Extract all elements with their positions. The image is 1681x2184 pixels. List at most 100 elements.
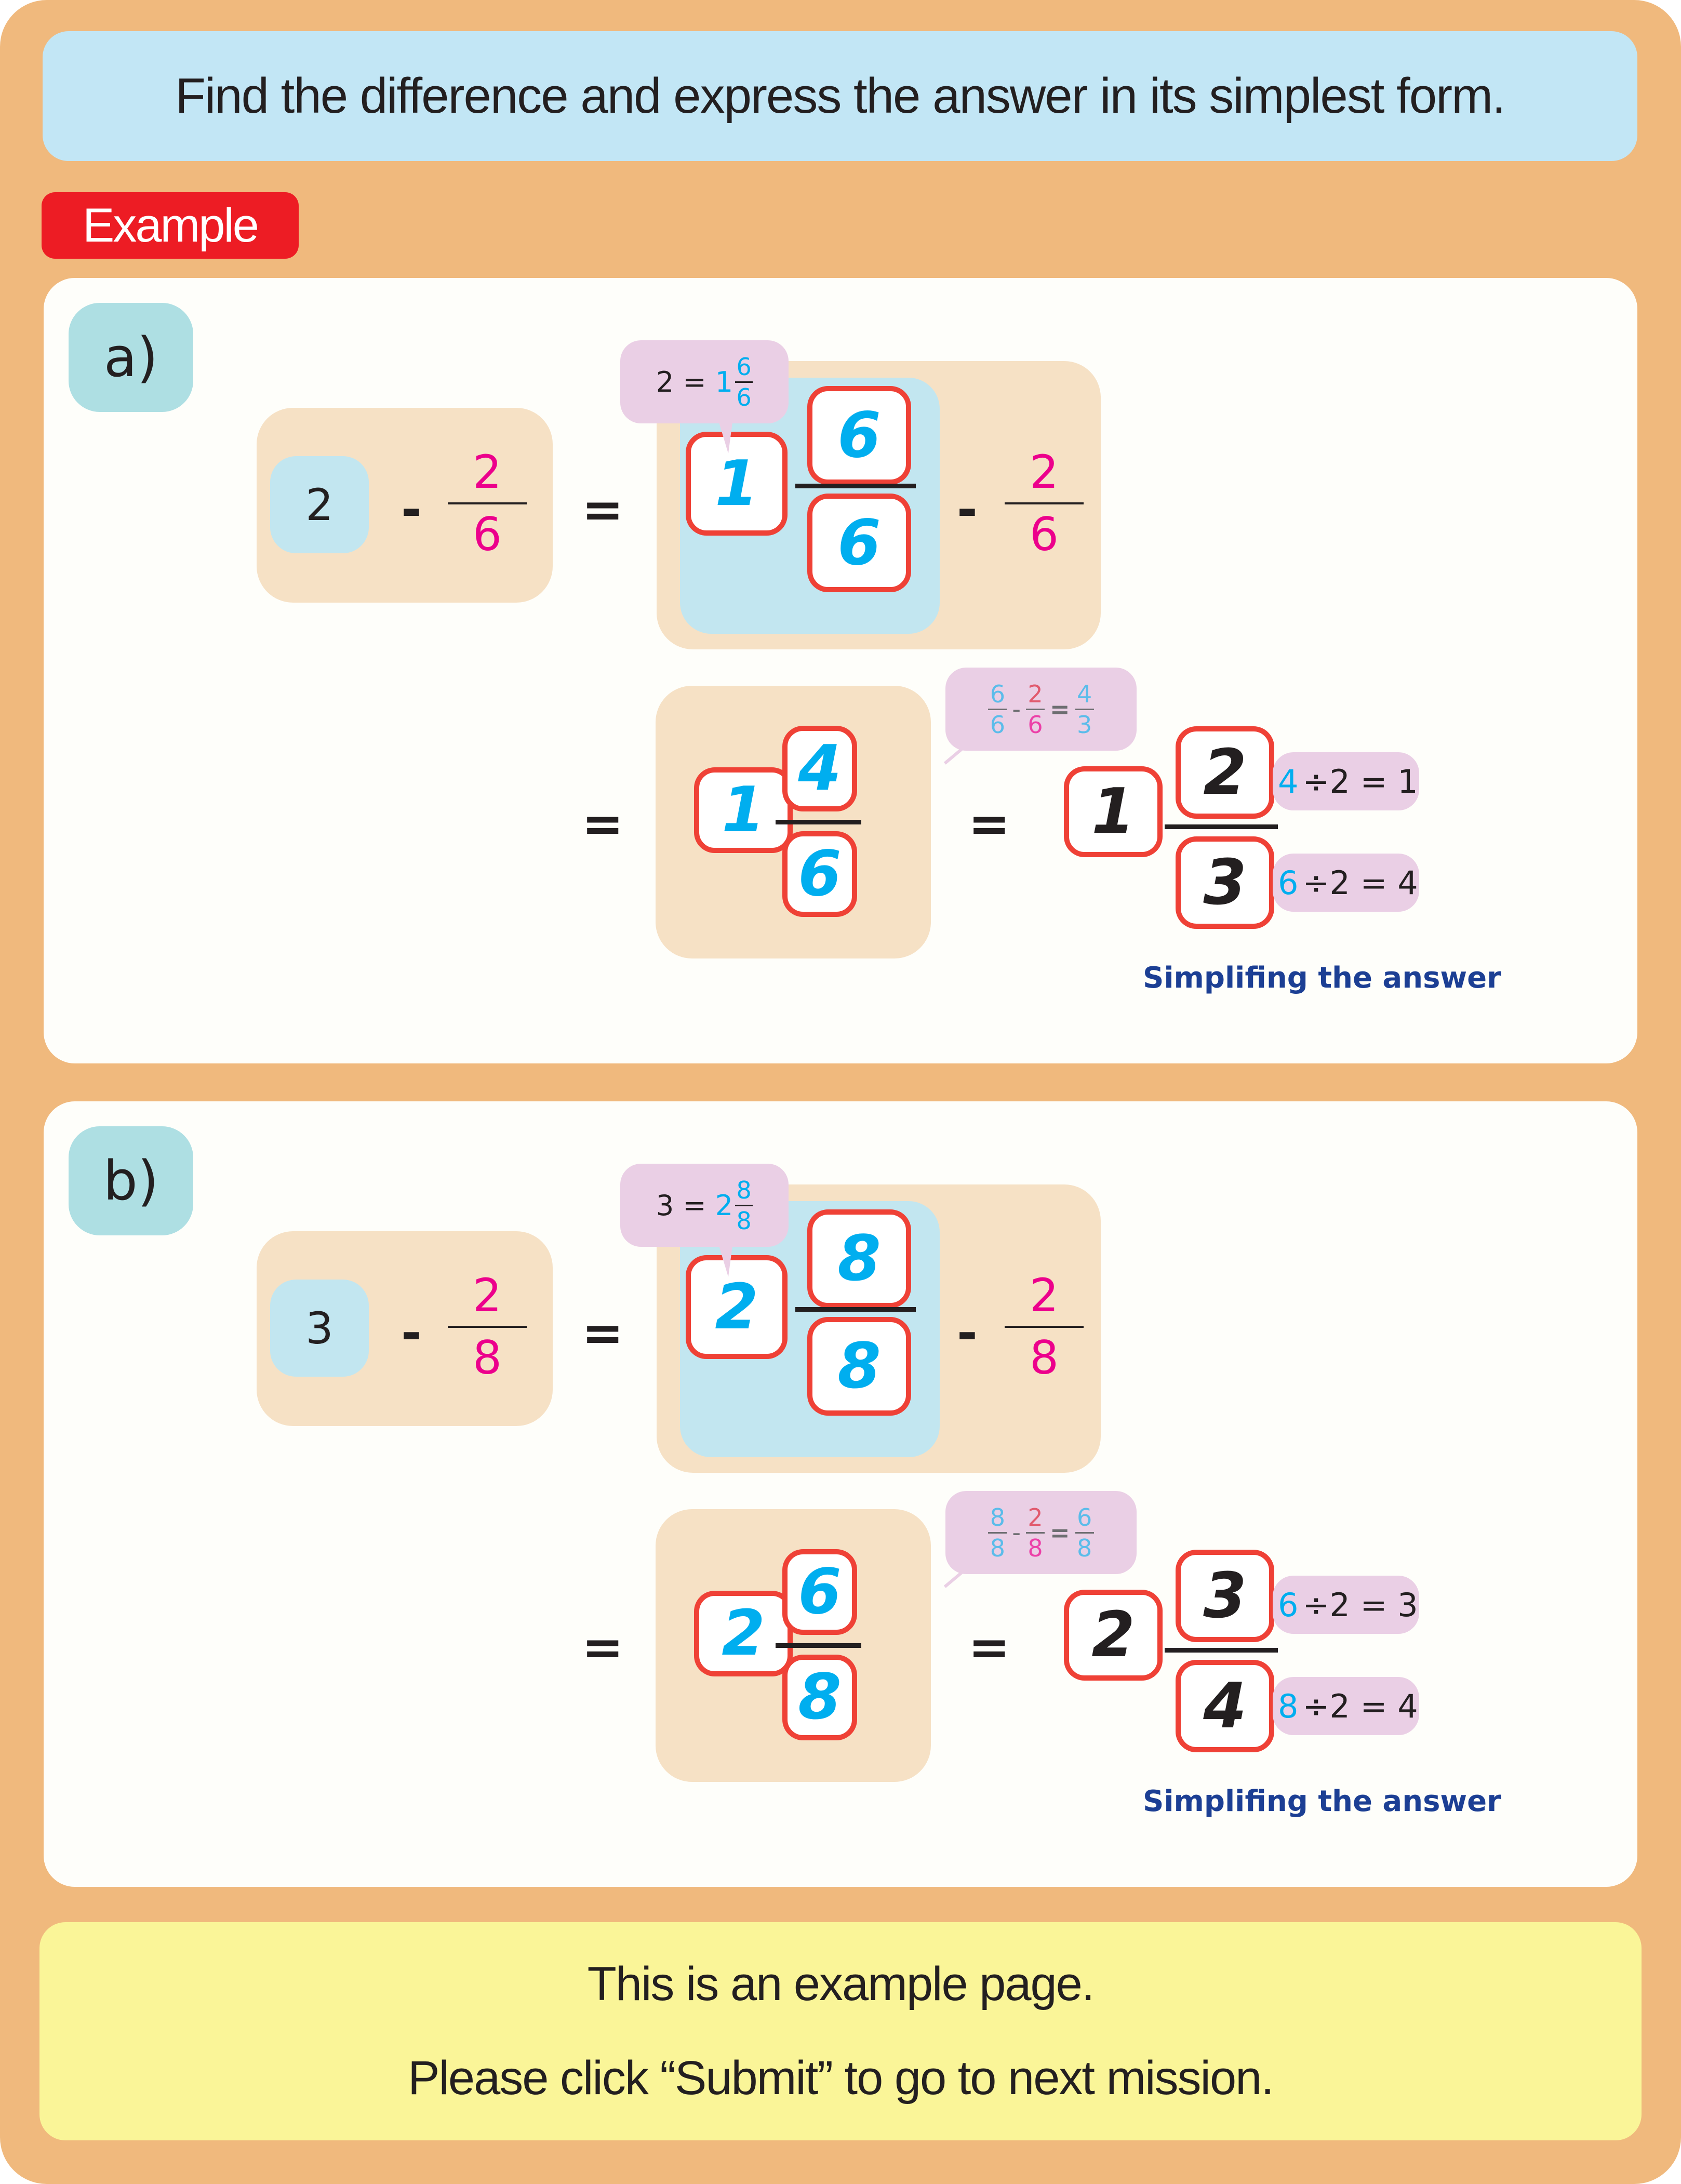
difference-denominator: 8 [798,1661,842,1734]
step-minus: - [1012,695,1021,723]
hint-num: 8 [736,1176,752,1204]
subtrahend-numerator-2: 2 [1030,445,1059,499]
minus-sign-2: - [957,1304,978,1362]
subtrahend-fraction: 2 6 [448,449,527,557]
difference-fraction-bar [776,820,861,824]
hint-eq: = [683,1189,706,1222]
subtrahend-denominator-2: 6 [1030,508,1059,561]
instruction-text: Find the difference and express the answ… [175,68,1505,124]
answer-numerator: 3 [1203,1560,1247,1632]
footer-notice: This is an example page. Please click “S… [39,1922,1642,2140]
difference-whole-card[interactable]: 2 [694,1591,793,1676]
step-r-den: 3 [1076,710,1092,739]
footer-line-2: Please click “Submit” to go to next miss… [408,2052,1274,2105]
regrouped-fraction-bar [795,1307,916,1312]
subtrahend-numerator: 2 [473,1269,502,1322]
answer-denominator-card[interactable]: 3 [1176,836,1274,929]
regrouped-whole: 1 [715,447,758,520]
subtrahend-fraction-2: 2 8 [1005,1273,1084,1381]
difference-numerator-card[interactable]: 6 [782,1549,857,1635]
regrouped-whole-card[interactable]: 1 [686,432,788,536]
answer-numerator-card[interactable]: 2 [1176,726,1274,819]
regrouped-denominator: 6 [837,507,881,579]
denominator-hint-bubble: 8÷2 = 4 [1273,1677,1419,1735]
hint-den: 8 [736,1206,752,1235]
whole-number: 3 [305,1302,333,1354]
step-r-num: 6 [1076,1503,1092,1532]
answer-fraction-bar [1165,1648,1278,1653]
subtrahend-numerator-2: 2 [1030,1269,1059,1322]
regrouped-numerator-card[interactable]: 6 [807,386,911,485]
answer-denominator: 4 [1203,1670,1247,1742]
hint-lhs: 3 [656,1189,674,1222]
hint-lhs: 2 [656,365,674,398]
answer-denominator: 3 [1203,846,1247,919]
difference-fraction-bar [776,1643,861,1648]
hint-den: 6 [736,383,752,411]
den-hint-op: ÷2 = 4 [1302,1687,1418,1725]
problem-label-text: b) [103,1149,159,1213]
regrouped-whole: 2 [715,1271,758,1343]
difference-numerator: 4 [798,733,842,805]
answer-whole-card[interactable]: 2 [1064,1590,1163,1681]
equals-sign: = [582,1304,624,1362]
footer-line-1: This is an example page. [587,1957,1095,2010]
regrouped-denominator: 8 [837,1330,881,1403]
difference-whole: 1 [722,774,765,846]
numerator-hint-bubble: 4÷2 = 1 [1273,752,1419,810]
regrouped-whole-card[interactable]: 2 [686,1255,788,1359]
answer-fraction-bar [1165,824,1278,829]
hint-whole: 2 [715,1189,733,1222]
simplifying-caption: Simplifing the answer [1143,961,1501,995]
step-eq: = [1050,1519,1070,1547]
num-hint-op: ÷2 = 1 [1302,762,1418,801]
num-hint-a: 6 [1278,1586,1299,1624]
denominator-hint-bubble: 6÷2 = 4 [1273,854,1419,912]
subtrahend-denominator: 6 [473,508,502,561]
difference-denominator: 6 [798,838,842,910]
difference-denominator-card[interactable]: 6 [782,831,857,917]
regrouped-numerator-card[interactable]: 8 [807,1209,911,1308]
whole-number-box: 2 [270,456,369,553]
step-r-num: 4 [1076,680,1092,708]
minus-sign: - [401,1304,422,1362]
regrouped-denominator-card[interactable]: 6 [807,494,911,592]
example-badge-label: Example [83,198,259,252]
step-a-den: 6 [990,710,1006,739]
instruction-banner: Find the difference and express the answ… [43,31,1637,161]
example-badge: Example [42,192,299,259]
difference-numerator: 6 [798,1556,842,1628]
regrouped-numerator: 6 [837,399,881,472]
numerator-hint-bubble: 6÷2 = 3 [1273,1576,1419,1634]
answer-whole-card[interactable]: 1 [1064,766,1163,857]
answer-numerator-card[interactable]: 3 [1176,1550,1274,1642]
difference-denominator-card[interactable]: 8 [782,1655,857,1740]
regrouped-denominator-card[interactable]: 8 [807,1317,911,1416]
regrouped-numerator: 8 [837,1222,881,1295]
step-eq: = [1050,695,1070,723]
equals-sign-3: = [968,1618,1010,1676]
equals-sign-2: = [582,795,624,853]
hint-whole: 1 [715,365,733,398]
minus-sign: - [401,481,422,539]
equals-sign-2: = [582,1618,624,1676]
step-b-den: 6 [1028,710,1043,739]
difference-whole-card[interactable]: 1 [694,767,793,853]
step-b-num: 2 [1028,680,1043,708]
answer-denominator-card[interactable]: 4 [1176,1660,1274,1752]
simplifying-caption: Simplifing the answer [1143,1785,1501,1818]
difference-whole: 2 [722,1597,765,1670]
subtrahend-numerator: 2 [473,445,502,499]
problem-label: b) [69,1126,193,1235]
whole-number-box: 3 [270,1280,369,1377]
answer-whole: 1 [1091,776,1135,848]
difference-numerator-card[interactable]: 4 [782,726,857,811]
subtrahend-denominator: 8 [473,1331,502,1384]
minus-sign-2: - [957,481,978,539]
subtrahend-fraction-2: 2 6 [1005,449,1084,557]
